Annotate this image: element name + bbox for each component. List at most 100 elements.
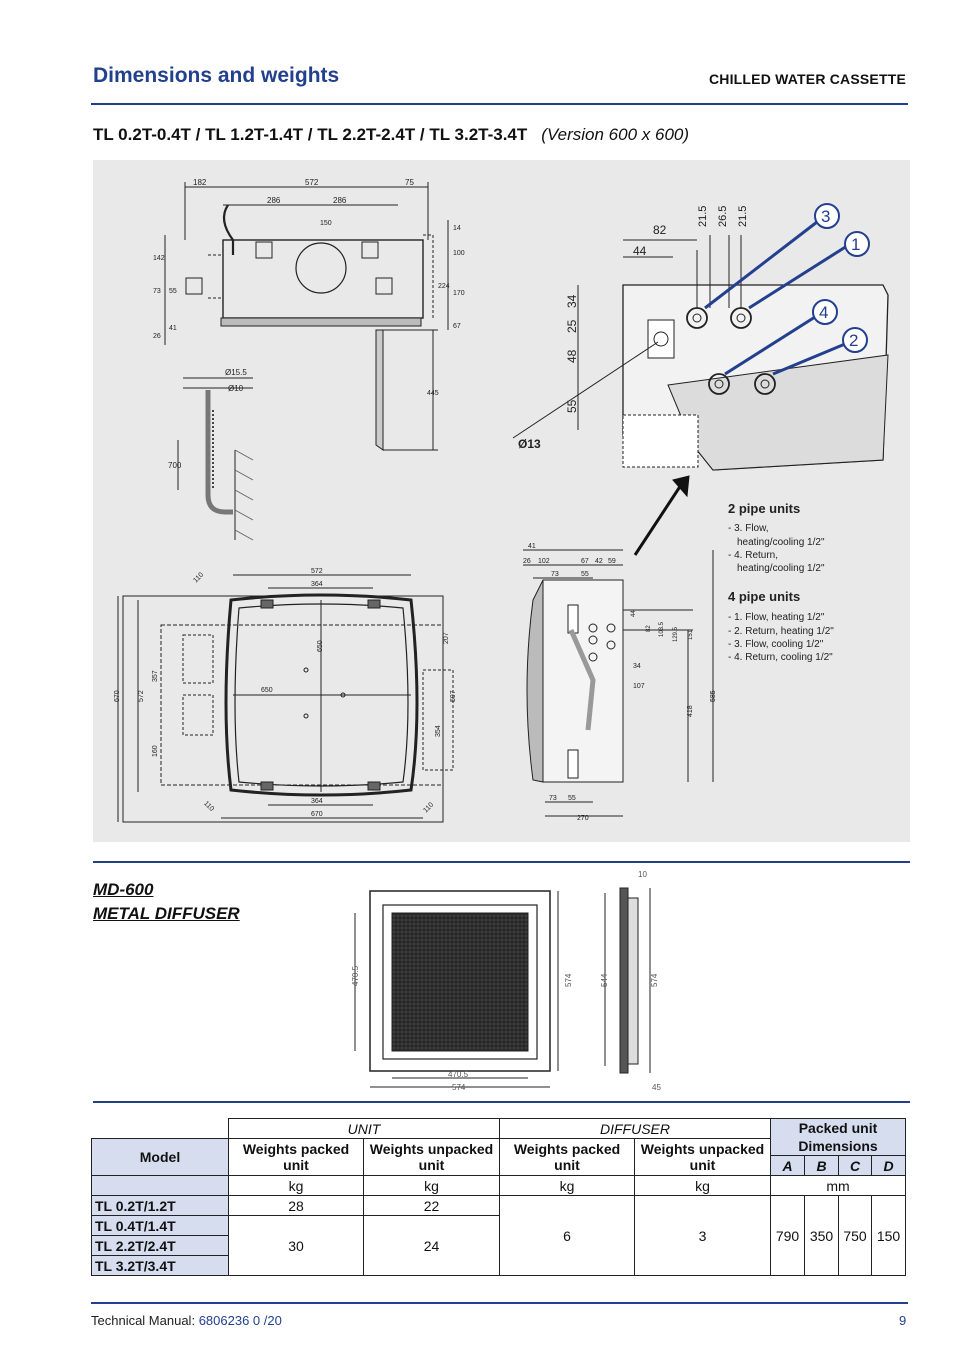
dim-c: 750	[838, 1195, 872, 1276]
svg-text:572: 572	[311, 568, 323, 575]
col-b: B	[804, 1155, 839, 1176]
svg-text:67: 67	[581, 558, 589, 565]
svg-text:- 4. Return,: - 4. Return,	[728, 550, 778, 561]
svg-text:110: 110	[202, 800, 215, 813]
dim-75: 75	[405, 178, 414, 187]
group-diffuser: DIFFUSER	[499, 1118, 771, 1139]
col-d: D	[871, 1155, 906, 1176]
dim-a: 790	[770, 1195, 805, 1276]
svg-text:41: 41	[169, 325, 177, 332]
svg-text:73: 73	[551, 571, 559, 578]
svg-text:160: 160	[152, 745, 159, 757]
svg-text:26: 26	[523, 558, 531, 565]
svg-text:82: 82	[653, 223, 667, 237]
svg-text:207: 207	[443, 632, 450, 644]
section-rule-2	[93, 1101, 910, 1103]
svg-text:650: 650	[317, 640, 324, 652]
unit-packed-weight: 30	[228, 1215, 364, 1276]
svg-text:107: 107	[633, 683, 645, 690]
group-packed: Packed unit Dimensions	[770, 1118, 906, 1156]
svg-text:574: 574	[452, 1083, 466, 1092]
dim-182: 182	[193, 178, 207, 187]
diffuser-drawing: 470.5 574 470.5 574 544 574 10 45	[330, 868, 680, 1096]
model-name: TL 0.2T/1.2T	[91, 1195, 229, 1216]
svg-text:354: 354	[435, 725, 442, 737]
svg-text:25: 25	[565, 319, 579, 333]
svg-text:34: 34	[633, 663, 641, 670]
footer-label: Technical Manual:	[91, 1313, 196, 1328]
svg-text:heating/cooling 1/2": heating/cooling 1/2"	[737, 537, 825, 548]
col-unit-packed: Weights packed unit	[228, 1138, 364, 1176]
diffuser-model: MD-600	[93, 880, 154, 899]
svg-text:470.5: 470.5	[448, 1070, 469, 1079]
svg-text:55: 55	[169, 288, 177, 295]
svg-text:4 pipe units: 4 pipe units	[728, 589, 800, 604]
svg-text:10: 10	[638, 870, 647, 879]
unit-row-blank	[91, 1175, 229, 1196]
callout-1: 1	[851, 235, 860, 254]
page-title: Dimensions and weights	[93, 64, 340, 87]
col-diff-packed: Weights packed unit	[499, 1138, 635, 1176]
col-model: Model	[91, 1138, 229, 1176]
svg-text:470.5: 470.5	[351, 965, 360, 986]
svg-text:Ø13: Ø13	[518, 437, 541, 451]
svg-text:21.5: 21.5	[737, 206, 749, 227]
footer-number: 6806236 0 /20	[198, 1313, 282, 1328]
svg-text:445: 445	[427, 390, 439, 397]
condensate-drain: Ø15.5 Ø10 700	[168, 368, 254, 541]
footer-rule	[91, 1302, 908, 1304]
unit-kg: kg	[228, 1175, 364, 1196]
svg-text:41: 41	[528, 543, 536, 550]
svg-text:- 3. Flow, cooling 1/2": - 3. Flow, cooling 1/2"	[728, 639, 824, 650]
svg-text:670: 670	[114, 690, 121, 702]
svg-text:110: 110	[192, 571, 205, 584]
svg-text:45: 45	[652, 1083, 661, 1092]
svg-text:700: 700	[168, 461, 182, 470]
svg-text:26.5: 26.5	[717, 206, 729, 227]
table-row: TL 3.2T/3.4T	[91, 1255, 906, 1276]
svg-text:364: 364	[311, 798, 323, 805]
model-name: TL 2.2T/2.4T	[91, 1235, 229, 1256]
group-unit: UNIT	[228, 1118, 500, 1139]
models-heading: TL 0.2T-0.4T / TL 1.2T-1.4T / TL 2.2T-2.…	[93, 125, 689, 145]
page-number: 9	[899, 1313, 907, 1328]
callout-4: 4	[819, 303, 828, 322]
svg-text:597: 597	[450, 690, 457, 702]
svg-text:102: 102	[538, 558, 550, 565]
pipe-connection-detail: 82 21.5 26.5 21.5 44 34 25 48 55 Ø13 3 1…	[512, 203, 889, 556]
svg-text:150: 150	[320, 220, 332, 227]
callout-3: 3	[821, 207, 830, 226]
diffuser-packed-weight: 6	[499, 1195, 635, 1276]
table-row: TL 0.4T/1.4T 30 24	[91, 1215, 906, 1276]
svg-text:100: 100	[453, 250, 465, 257]
unit-kg: kg	[634, 1175, 771, 1196]
svg-text:42: 42	[595, 558, 603, 565]
svg-text:- 1. Flow, heating 1/2": - 1. Flow, heating 1/2"	[728, 612, 825, 623]
svg-text:270: 270	[577, 815, 589, 822]
svg-text:- 4. Return, cooling 1/2": - 4. Return, cooling 1/2"	[728, 652, 833, 663]
svg-text:572: 572	[138, 690, 145, 702]
svg-text:670: 670	[311, 811, 323, 818]
svg-text:650: 650	[261, 687, 273, 694]
svg-text:103.5: 103.5	[659, 621, 665, 637]
svg-text:34: 34	[565, 294, 579, 308]
svg-text:- 3. Flow,: - 3. Flow,	[728, 523, 769, 534]
svg-text:286: 286	[267, 196, 281, 205]
svg-text:55: 55	[581, 571, 589, 578]
svg-text:574: 574	[650, 973, 659, 987]
technical-drawing: 182 572 75 286 286 150 14 100 224 170 67…	[93, 160, 910, 842]
svg-text:14: 14	[453, 225, 461, 232]
unit-mm: mm	[770, 1175, 906, 1196]
col-c: C	[838, 1155, 872, 1176]
svg-text:286: 286	[333, 196, 347, 205]
svg-text:544: 544	[600, 973, 609, 987]
svg-text:364: 364	[311, 581, 323, 588]
col-unit-unpacked: Weights unpacked unit	[363, 1138, 500, 1176]
svg-text:151: 151	[688, 629, 694, 640]
svg-text:418: 418	[687, 705, 694, 717]
unit-unpacked-weight: 22	[363, 1195, 500, 1216]
svg-text:26: 26	[153, 333, 161, 340]
svg-text:Ø15.5: Ø15.5	[225, 368, 247, 377]
svg-text:73: 73	[549, 795, 557, 802]
dim-572: 572	[305, 178, 319, 187]
